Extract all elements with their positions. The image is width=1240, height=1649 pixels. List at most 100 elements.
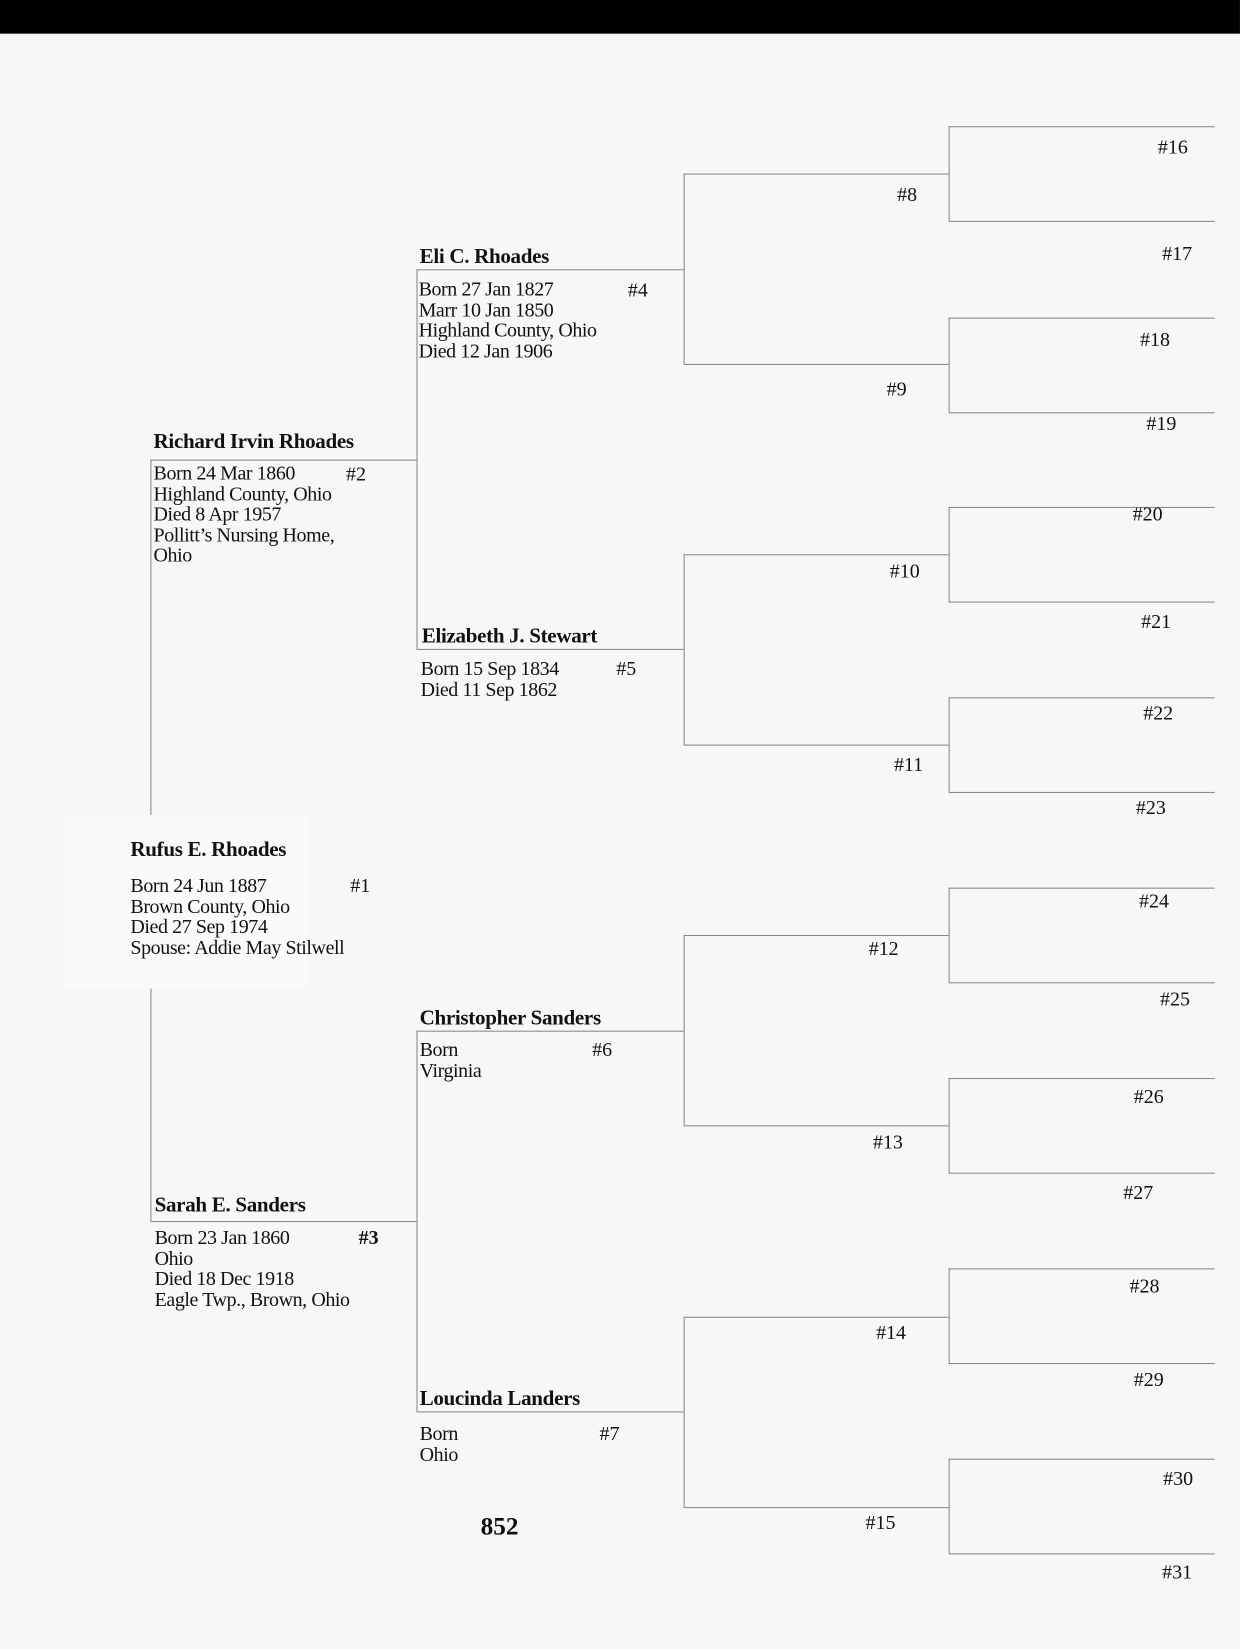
- ancestor-slot-number: #16: [1157, 136, 1188, 159]
- person-5-number: #5: [616, 658, 637, 681]
- connector-line: [948, 1172, 1215, 1174]
- connector-line: [948, 887, 950, 983]
- ancestor-slot-number: #22: [1143, 702, 1174, 725]
- connector-line: [150, 459, 417, 461]
- detail-line: Died 18 Dec 1918: [154, 1268, 295, 1291]
- connector-line: [948, 220, 1215, 222]
- connector-line: [416, 269, 418, 649]
- person-6-details: Born Virginia: [420, 1040, 482, 1081]
- connector-line: [416, 648, 684, 650]
- person-4-number: #4: [627, 279, 648, 302]
- ancestor-slot-number: #12: [868, 938, 899, 961]
- person-7-number: #7: [599, 1422, 620, 1446]
- ancestor-slot-number: #26: [1133, 1086, 1164, 1109]
- connector-line: [948, 1268, 950, 1364]
- connector-line: [683, 1316, 949, 1318]
- connector-line: [948, 126, 950, 221]
- ancestor-slot-number: #29: [1133, 1369, 1164, 1392]
- detail-line: Highland County, Ohio: [418, 319, 597, 342]
- detail-line: Ohio: [154, 1247, 194, 1270]
- detail-line: Died 12 Jan 1906: [418, 340, 553, 363]
- person-2-details: Born 24 Mar 1860 Highland County, Ohio D…: [154, 464, 335, 567]
- connector-line: [683, 934, 685, 1126]
- connector-line: [948, 697, 950, 792]
- person-6-name[interactable]: Christopher Sanders: [419, 1006, 602, 1030]
- connector-line: [683, 744, 949, 746]
- person-4-name[interactable]: Eli C. Rhoades: [419, 245, 550, 269]
- ancestor-slot-number: #27: [1123, 1182, 1154, 1205]
- ancestor-slot-number: #28: [1129, 1275, 1160, 1298]
- detail-line: Highland County, Ohio: [153, 483, 332, 506]
- detail-line: Virginia: [419, 1059, 482, 1082]
- connector-line: [948, 601, 1215, 603]
- person-3-number: #3: [358, 1227, 379, 1250]
- page-number: 852: [480, 1513, 519, 1541]
- ancestor-slot-number: #8: [897, 184, 918, 207]
- person-1-name[interactable]: Rufus E. Rhoades: [130, 838, 287, 862]
- detail-line: Pollitt’s Nursing Home,: [153, 524, 335, 547]
- connector-line: [948, 887, 1215, 889]
- ancestor-slot-number: #17: [1162, 242, 1193, 266]
- detail-line: Eagle Twp., Brown, Ohio: [154, 1288, 350, 1311]
- connector-line: [948, 1363, 1215, 1365]
- detail-line: Ohio: [419, 1443, 459, 1466]
- connector-line: [683, 1125, 949, 1127]
- connector-line: [948, 126, 1215, 128]
- connector-line: [948, 1077, 1215, 1080]
- connector-line: [948, 317, 950, 413]
- ancestor-slot-number: #24: [1138, 890, 1169, 913]
- scan-border: [0, 0, 1240, 34]
- connector-line: [416, 1030, 684, 1032]
- detail-line: Born 15 Sep 1834: [420, 658, 560, 681]
- connector-line: [683, 554, 685, 745]
- ancestor-slot-number: #18: [1140, 329, 1171, 352]
- detail-line: Born: [419, 1039, 459, 1062]
- ancestor-slot-number: #15: [865, 1512, 896, 1535]
- ancestor-slot-number: #14: [876, 1321, 907, 1345]
- connector-line: [948, 506, 950, 602]
- detail-line: Died 27 Sep 1974: [130, 916, 268, 939]
- person-5-name[interactable]: Elizabeth J. Stewart: [421, 624, 598, 648]
- detail-line: Died 8 Apr 1957: [153, 503, 282, 526]
- person-5-details: Born 15 Sep 1834 Died 11 Sep 1862: [420, 658, 560, 701]
- ancestor-slot-number: #23: [1135, 797, 1166, 820]
- person-2-name[interactable]: Richard Irvin Rhoades: [153, 430, 355, 454]
- connector-line: [683, 173, 685, 364]
- ancestor-slot-number: #25: [1160, 988, 1190, 1011]
- detail-line: Ohio: [153, 544, 193, 567]
- detail-line: Died 11 Sep 1862: [420, 678, 558, 701]
- person-4-details: Born 27 Jan 1827 Marr 10 Jan 1850 Highla…: [419, 280, 597, 362]
- connector-line: [150, 1221, 417, 1223]
- ancestor-slot-number: #31: [1162, 1561, 1193, 1584]
- person-3-name[interactable]: Sarah E. Sanders: [154, 1193, 306, 1217]
- detail-line: Born: [419, 1422, 459, 1446]
- connector-line: [948, 317, 1215, 319]
- connector-line: [948, 982, 1215, 984]
- connector-line: [948, 791, 1215, 793]
- detail-line: Born 27 Jan 1827: [418, 278, 554, 301]
- ancestor-slot-number: #21: [1141, 611, 1172, 634]
- connector-line: [948, 1458, 1215, 1460]
- person-7-name[interactable]: Loucinda Landers: [419, 1387, 581, 1411]
- connector-line: [948, 1458, 950, 1554]
- detail-line: Spouse: Addie May Stilwell: [130, 936, 345, 959]
- person-2-number: #2: [346, 463, 366, 486]
- ancestor-slot-number: #20: [1132, 503, 1163, 526]
- connector-line: [416, 1411, 684, 1413]
- connector-line: [948, 1268, 1215, 1270]
- detail-line: Born 24 Mar 1860: [153, 462, 296, 485]
- connector-line: [948, 506, 1215, 508]
- ancestor-slot-number: #30: [1163, 1468, 1194, 1491]
- connector-line: [683, 554, 949, 556]
- connector-line: [416, 269, 684, 271]
- connector-line: [683, 934, 949, 937]
- connector-line: [683, 173, 949, 175]
- person-6-number: #6: [592, 1039, 613, 1062]
- person-1-number: #1: [350, 875, 371, 898]
- root-person-background: [63, 815, 308, 989]
- connector-line: [948, 1077, 950, 1173]
- connector-line: [416, 1030, 418, 1412]
- ancestor-slot-number: #9: [886, 378, 907, 401]
- ancestor-slot-number: #11: [893, 754, 924, 777]
